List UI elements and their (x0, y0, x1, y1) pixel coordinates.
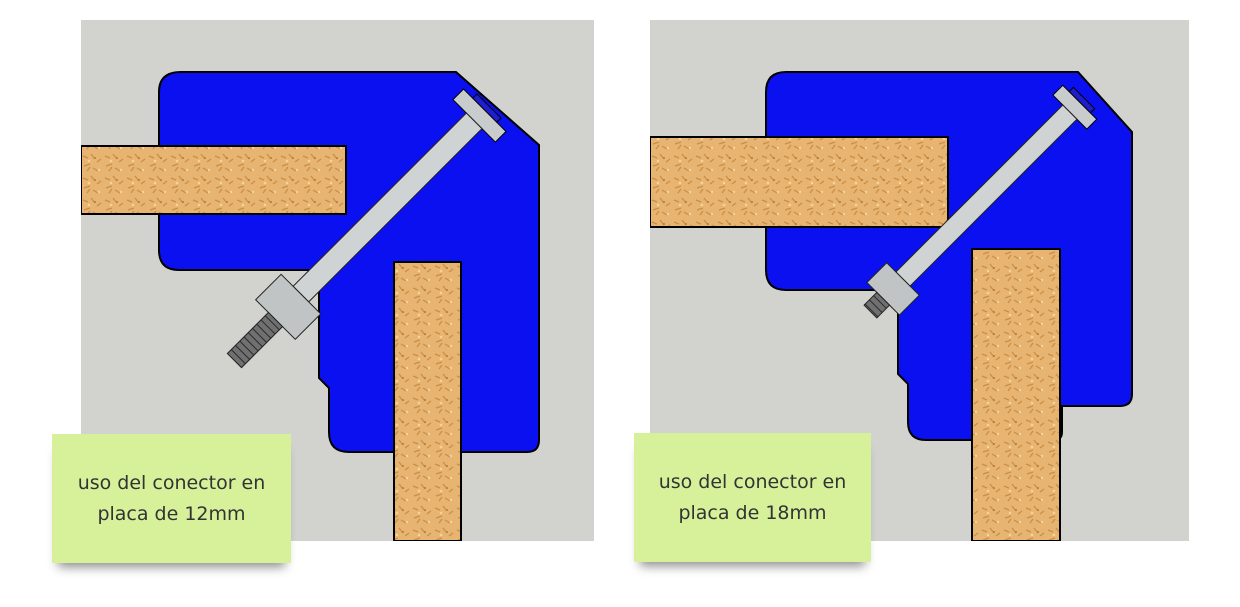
board-horizontal (81, 145, 347, 215)
board-vertical (393, 261, 462, 541)
bolt (863, 84, 1098, 319)
caption-note-18mm: uso del conector en placa de 18mm (634, 433, 871, 562)
bolt (226, 88, 507, 369)
diagram-18mm (650, 20, 1189, 541)
board-horizontal (650, 136, 949, 228)
board-vertical (971, 248, 1061, 541)
caption-text: uso del conector en placa de 12mm (77, 471, 266, 525)
caption-text: uso del conector en placa de 18mm (658, 470, 847, 524)
caption-note-12mm: uso del conector en placa de 12mm (52, 434, 291, 563)
